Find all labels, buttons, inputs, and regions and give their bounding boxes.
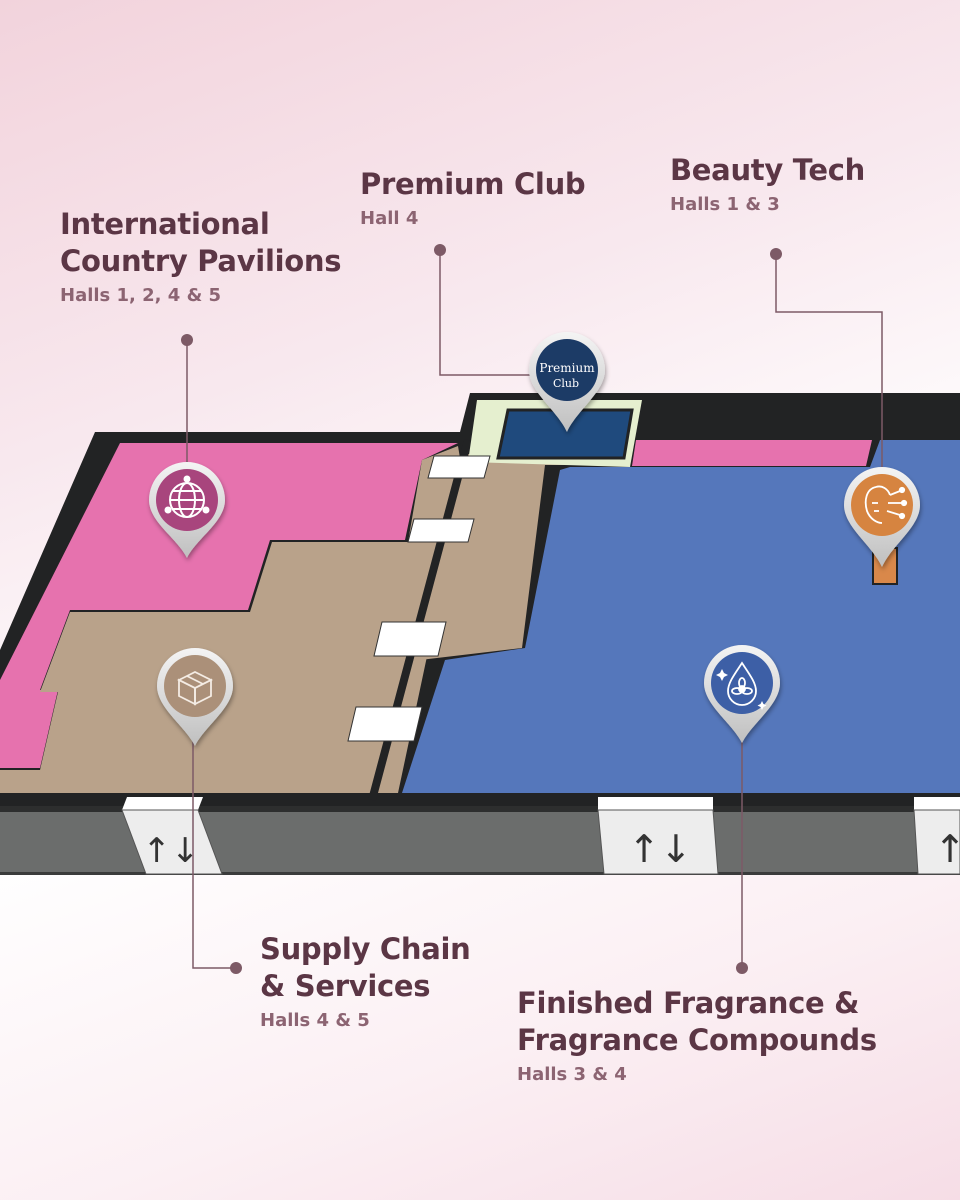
zone-halls: Halls 4 & 5 <box>260 1010 370 1031</box>
zone-supply-chain-strip[interactable] <box>403 454 570 662</box>
label-premium-club: Premium Club Hall 4 <box>360 166 586 231</box>
escalator-1[interactable]: ↑↓ <box>121 797 223 875</box>
escalator-3[interactable]: ↑ <box>913 797 960 875</box>
escalator-3-symbol: ↑ <box>934 827 960 871</box>
label-international-pavilions: International Country Pavilions Halls 1,… <box>60 206 341 308</box>
zone-halls: Halls 1 & 3 <box>670 194 780 215</box>
zone-title: Supply Chain & Services <box>260 932 471 1003</box>
zone-halls: Hall 4 <box>360 208 419 229</box>
pin-beauty-tech[interactable] <box>844 467 920 567</box>
zone-finished-fragrance[interactable] <box>402 440 960 793</box>
zone-title: Finished Fragrance & Fragrance Compounds <box>517 986 877 1057</box>
zone-title: International Country Pavilions <box>60 207 342 278</box>
globe-network-icon <box>164 475 210 518</box>
label-beauty-tech: Beauty Tech Halls 1 & 3 <box>670 152 865 217</box>
escalator-2[interactable]: ↑↓ <box>597 797 719 875</box>
escalator-2-symbol: ↑↓ <box>628 827 692 871</box>
pin-supply-chain[interactable] <box>157 648 233 746</box>
pin-premium-club[interactable]: Premium Club <box>529 332 605 432</box>
zone-beauty-top[interactable] <box>632 440 872 466</box>
zone-supply-chain[interactable] <box>0 446 464 793</box>
leader-dots <box>181 244 782 974</box>
zone-title: Beauty Tech <box>670 153 865 187</box>
label-finished-fragrance: Finished Fragrance & Fragrance Compounds… <box>517 985 877 1087</box>
doorways <box>347 455 491 742</box>
box-icon <box>176 670 214 706</box>
escalator-1-symbol: ↑↓ <box>143 831 200 871</box>
fragrance-drop-icon <box>716 661 767 710</box>
premium-club-badge-line2: Club <box>553 377 579 390</box>
zone-halls: Halls 3 & 4 <box>517 1064 627 1085</box>
zone-halls: Halls 1, 2, 4 & 5 <box>60 285 222 306</box>
zone-premium-club[interactable] <box>496 408 634 460</box>
premium-club-badge-line1: Premium <box>539 361 595 375</box>
face-circuit-icon <box>864 485 908 524</box>
label-supply-chain: Supply Chain & Services Halls 4 & 5 <box>260 931 471 1033</box>
zone-title: Premium Club <box>360 167 586 201</box>
pin-international-pavilions[interactable] <box>149 462 225 558</box>
zone-international-pavilions[interactable] <box>0 443 458 768</box>
pin-finished-fragrance[interactable] <box>704 645 780 743</box>
